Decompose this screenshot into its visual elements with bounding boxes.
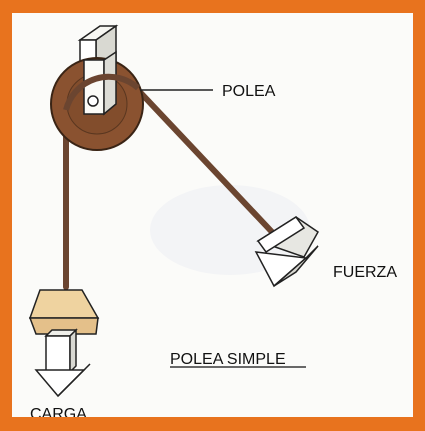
load-weight [28, 289, 100, 335]
force-label: FUERZA [333, 264, 397, 281]
frame-left [0, 0, 12, 431]
background-smudge [150, 185, 310, 275]
pulley-label: POLEA [222, 83, 276, 100]
diagram-title: POLEA SIMPLE [170, 351, 286, 368]
frame-top [0, 0, 425, 13]
pulley-wheel [50, 50, 144, 151]
axle-icon [87, 95, 99, 107]
frame-right [413, 0, 425, 431]
force-arrow-icon [254, 215, 319, 288]
rope [63, 87, 275, 290]
load-arrow-icon [34, 328, 91, 398]
frame-bottom [0, 417, 425, 431]
